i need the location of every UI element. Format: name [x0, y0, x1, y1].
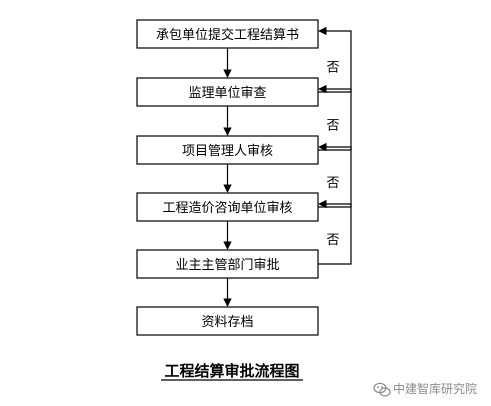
step-label-submit: 承包单位提交工程结算书 — [156, 27, 299, 43]
rejection-arrow-owner-dept-to-cost-consultant — [318, 199, 352, 265]
rejection-arrow-cost-consultant-to-project-manager — [318, 142, 352, 208]
step-label-project-manager: 项目管理人审核 — [182, 144, 273, 159]
step-box-owner-dept — [136, 249, 319, 279]
step-box-cost-consultant — [136, 192, 319, 222]
rejection-loop-project-manager: 否 — [318, 84, 352, 151]
step-archive: 资料存档 — [136, 306, 319, 336]
rejection-arrow-project-manager-to-supervisor — [318, 84, 352, 151]
watermark-text: 中建智库研究院 — [393, 381, 477, 396]
rejection-arrow-supervisor-to-submit — [318, 26, 352, 93]
step-box-supervisor — [136, 77, 319, 107]
step-box-submit — [136, 19, 319, 49]
rejection-label: 否 — [326, 233, 339, 248]
diagram-title: 工程结算审批流程图 — [164, 362, 299, 380]
rejection-label: 否 — [326, 119, 339, 134]
rejection-label: 否 — [326, 176, 339, 191]
rejection-loop-owner-dept: 否 — [318, 199, 352, 265]
step-supervisor: 监理单位审查 — [136, 77, 319, 107]
rejection-loop-supervisor: 否 — [318, 26, 352, 93]
step-submit: 承包单位提交工程结算书 — [136, 19, 319, 49]
step-cost-consultant: 工程造价咨询单位审核 — [136, 192, 319, 222]
watermark: 中建智库研究院 — [373, 381, 477, 397]
step-label-archive: 资料存档 — [201, 315, 253, 330]
step-label-owner-dept: 业主主管部门审批 — [175, 258, 279, 273]
step-project-manager: 项目管理人审核 — [136, 135, 319, 165]
rejection-label: 否 — [326, 61, 339, 76]
flow-steps: 承包单位提交工程结算书监理单位审查项目管理人审核工程造价咨询单位审核业主主管部门… — [136, 19, 319, 336]
diagram-title-group: 工程结算审批流程图 — [161, 362, 303, 381]
step-label-cost-consultant: 工程造价咨询单位审核 — [162, 201, 292, 216]
step-box-project-manager — [136, 135, 319, 165]
step-owner-dept: 业主主管部门审批 — [136, 249, 319, 279]
step-label-supervisor: 监理单位审查 — [188, 86, 266, 101]
rejection-loop-cost-consultant: 否 — [318, 142, 352, 208]
wechat-icon — [373, 382, 391, 397]
step-box-archive — [136, 306, 319, 336]
